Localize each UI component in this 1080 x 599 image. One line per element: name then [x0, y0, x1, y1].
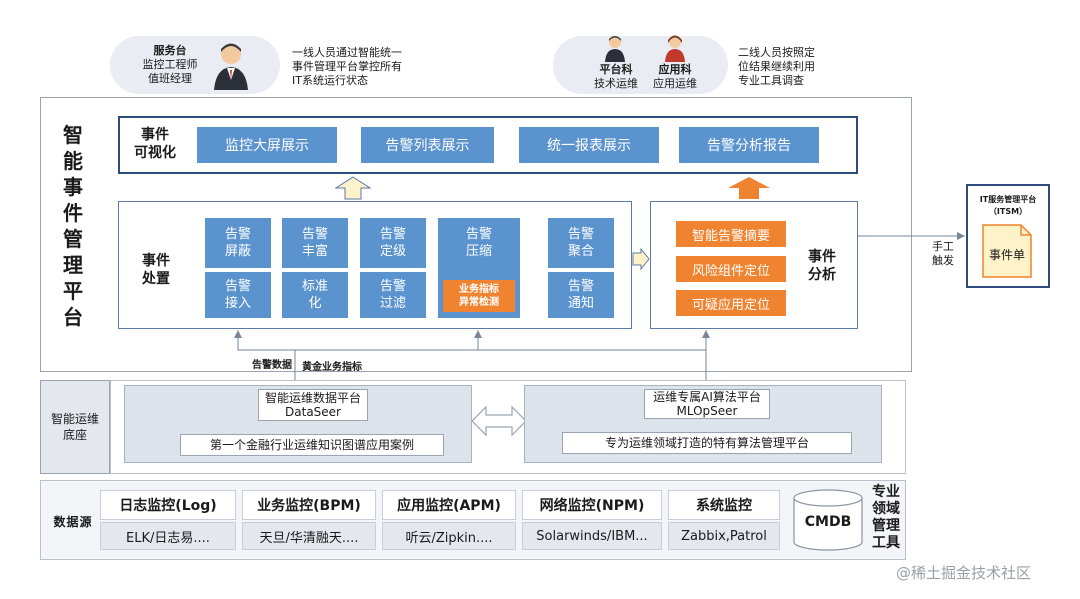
dataseer-title: 智能运维数据平台 DataSeer [258, 389, 368, 421]
alarm-grading: 告警定级 [360, 218, 426, 268]
datasource-apm-title: 应用监控(APM) [382, 490, 516, 520]
standardization: 标准化 [282, 272, 348, 318]
datasource-label: 数据源 [53, 515, 93, 529]
alarm-notify: 告警通知 [548, 272, 614, 318]
first-line-note: 一线人员通过智能统一 事件管理平台掌控所有 IT系统运行状态 [292, 46, 402, 87]
platform-dept: 平台科 技术运维 [594, 63, 638, 90]
event-ticket-label: 事件单 [988, 248, 1025, 262]
mlopseer-desc: 专为运维领域打造的特有算法管理平台 [562, 432, 852, 454]
event-processing-label: 事件 处置 [142, 253, 170, 287]
datasource-apm-value: 听云/Zipkin.... [382, 522, 516, 550]
up-arrow-icon [728, 177, 770, 199]
ops-base-label-box: 智能运维 底座 [40, 380, 110, 474]
platform-title: 智 能 事 件 管 理 平 台 [63, 123, 83, 329]
datasource-sys-title: 系统监控 [668, 490, 780, 520]
second-line-note: 二线人员按照定 位结果继续利用 专业工具调查 [738, 46, 815, 87]
app-dept: 应用科 应用运维 [653, 63, 697, 90]
alarm-analysis-report: 告警分析报告 [679, 127, 819, 163]
person-icon [214, 43, 248, 90]
person-icon [605, 36, 625, 62]
alarm-list-display: 告警列表展示 [361, 127, 494, 163]
datasource-bpm-title: 业务监控(BPM) [242, 490, 376, 520]
second-line-bubble [553, 36, 728, 94]
alarm-compress: 告警压缩 [438, 218, 520, 268]
datasource-npm-value: Solarwinds/IBM... [522, 522, 662, 550]
datasource-sys-value: Zabbix,Patrol [668, 522, 780, 550]
manual-trigger-label: 手工 触发 [932, 240, 954, 267]
datasource-npm-title: 网络监控(NPM) [522, 490, 662, 520]
double-arrow-icon [471, 405, 527, 437]
dataseer-desc: 第一个金融行业运维知识图谱应用案例 [180, 434, 444, 456]
datasource-log-title: 日志监控(Log) [100, 490, 236, 520]
smart-alarm-summary: 智能告警摘要 [676, 221, 786, 247]
alarm-shield: 告警屏蔽 [205, 218, 271, 268]
first-line-bubble [110, 36, 280, 94]
alarm-data-label: 告警数据 [252, 360, 292, 371]
alarm-access: 告警接入 [205, 272, 271, 318]
risk-component-location: 风险组件定位 [676, 256, 786, 282]
unified-report-display: 统一报表展示 [519, 127, 659, 163]
itsm-title: IT服务管理平台 （ITSM） [979, 195, 1037, 216]
person-icon [665, 35, 685, 62]
cmdb-database-icon [793, 489, 863, 551]
alarm-enrich: 告警丰富 [282, 218, 348, 268]
alarm-filter: 告警过滤 [360, 272, 426, 318]
first-line-roles: 服务台 监控工程师 值班经理 [142, 44, 198, 85]
business-metric-anomaly-detection: 业务指标 异常检测 [443, 280, 515, 312]
suspicious-app-location: 可疑应用定位 [676, 290, 786, 316]
up-arrow-icon [335, 176, 371, 200]
watermark: @稀土掘金技术社区 [896, 564, 1032, 582]
event-analysis-label: 事件 分析 [808, 249, 836, 283]
event-visualization-label: 事件 可视化 [134, 127, 176, 161]
datasource-log-value: ELK/日志易.... [100, 522, 236, 550]
monitor-screen-display: 监控大屏展示 [197, 127, 337, 163]
right-arrow-icon [632, 248, 650, 270]
document-icon [982, 224, 1032, 278]
cmdb-label: CMDB [804, 514, 852, 530]
pro-tools-label: 专业 领域 管理 工具 [872, 484, 900, 551]
datasource-bpm-value: 天旦/华清融天.... [242, 522, 376, 550]
alarm-aggregate: 告警聚合 [548, 218, 614, 268]
gold-metrics-label: 黄金业务指标 [302, 362, 362, 373]
mlopseer-title: 运维专属AI算法平台 MLOpSeer [644, 389, 770, 419]
